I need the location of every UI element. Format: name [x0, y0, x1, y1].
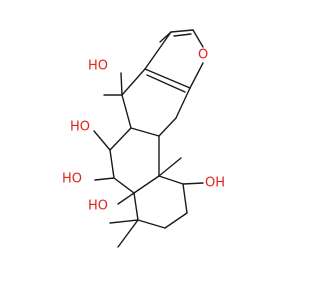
bond — [109, 219, 139, 224]
bond — [158, 175, 184, 185]
bond — [144, 31, 172, 70]
hydroxyl-label-top: HO — [88, 59, 108, 74]
bond — [117, 219, 139, 248]
bond — [159, 31, 172, 43]
bond — [109, 149, 115, 179]
bond — [120, 72, 123, 96]
bond — [164, 212, 188, 229]
bond — [170, 29, 194, 33]
bond — [173, 33, 192, 37]
molecule-structure: O HO HO HO HO OH — [62, 29, 225, 248]
hydroxyl-label-left-middle: HO — [62, 172, 82, 187]
bond — [175, 87, 191, 119]
bond — [121, 68, 146, 96]
bonds — [93, 29, 204, 248]
bond — [93, 130, 111, 151]
bond — [109, 127, 132, 151]
bond — [113, 177, 135, 194]
bond — [94, 177, 115, 181]
bond — [192, 29, 204, 48]
bond — [117, 192, 135, 205]
bond — [130, 127, 160, 137]
bond — [133, 175, 160, 194]
bond — [189, 62, 204, 89]
oxygen-ring-label: O — [198, 48, 208, 63]
bond — [137, 219, 166, 229]
bond — [133, 192, 139, 221]
bond — [158, 117, 177, 137]
atom-labels: O HO HO HO HO OH — [62, 48, 225, 214]
hydroxyl-label-right: OH — [205, 176, 225, 191]
bond — [182, 182, 204, 185]
bond — [158, 157, 182, 177]
bond — [121, 94, 132, 129]
bond — [146, 74, 186, 93]
hydroxyl-label-left-lower: HO — [88, 199, 108, 214]
bond — [182, 183, 188, 214]
bond — [144, 68, 191, 89]
hydroxyl-label-left-upper: HO — [70, 120, 90, 135]
